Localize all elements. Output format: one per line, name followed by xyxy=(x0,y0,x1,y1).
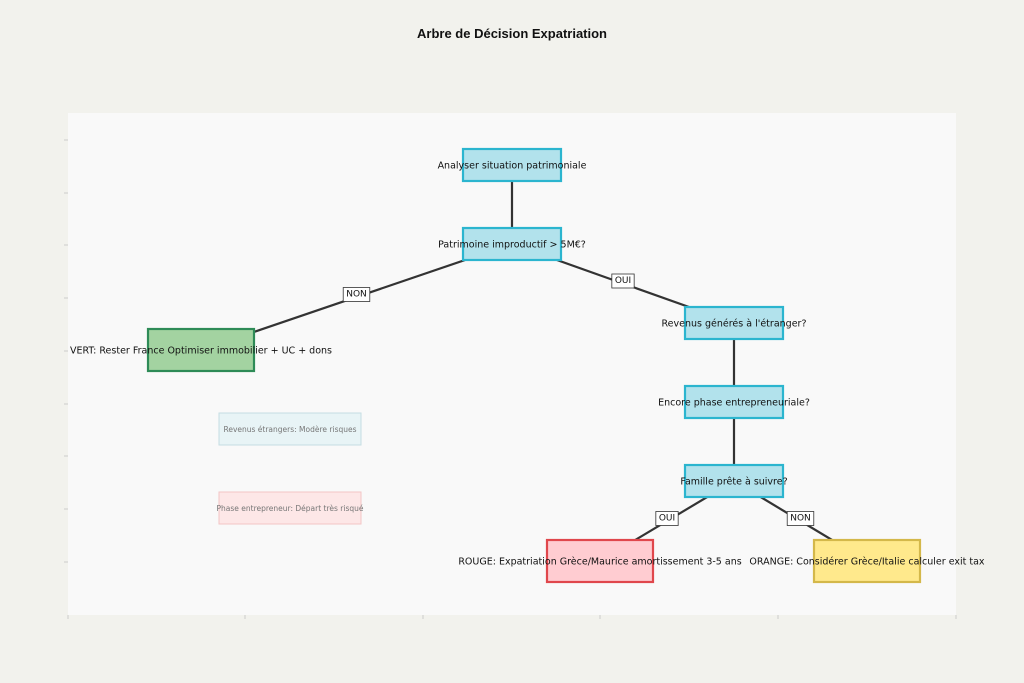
node-famille xyxy=(683,463,785,499)
node-vert xyxy=(146,327,256,373)
node-label-orange: ORANGE: Considérer Grèce/Italie calculer… xyxy=(749,557,985,568)
note-text: Phase entrepreneur: Départ très risqué xyxy=(216,504,363,513)
edge-label-box xyxy=(611,273,635,289)
node-patrimoine xyxy=(461,226,563,262)
edge-label-non-6: NON xyxy=(786,511,815,526)
note-text: Revenus étrangers: Modère risques xyxy=(223,425,356,434)
nodes xyxy=(146,147,922,584)
edge-label-text: OUI xyxy=(615,276,631,286)
edge-label-box xyxy=(655,511,679,526)
node-label-famille: Famille prête à suivre? xyxy=(680,477,787,488)
node-box xyxy=(812,538,922,584)
node-analyse xyxy=(461,147,563,183)
edge-label-text: NON xyxy=(346,290,367,300)
diagram-title: Arbre de Décision Expatriation xyxy=(417,26,607,41)
node-box xyxy=(545,538,655,584)
node-box xyxy=(683,463,785,499)
note-phase: Phase entrepreneur: Départ très risqué xyxy=(216,491,364,525)
note-box xyxy=(218,491,362,525)
edge-labels: NON OUI OUI NON Analyser situation patrimoni… xyxy=(70,161,985,568)
node-label-vert: VERT: Rester France Optimiser immobilier… xyxy=(70,346,332,357)
node-label-phase: Encore phase entrepreneuriale? xyxy=(658,398,810,409)
node-box xyxy=(146,327,256,373)
note-revenus: Revenus étrangers: Modère risques xyxy=(218,412,362,446)
node-label-analyse: Analyser situation patrimoniale xyxy=(438,161,587,172)
note-box xyxy=(218,412,362,446)
node-orange xyxy=(812,538,922,584)
node-box xyxy=(461,226,563,262)
node-phase xyxy=(683,384,785,420)
node-revenus xyxy=(683,305,785,341)
edge-label-oui-5: OUI xyxy=(655,511,679,526)
node-label-patrimoine: Patrimoine improductif > 5M€? xyxy=(438,240,586,251)
edge-label-box xyxy=(786,511,815,526)
edge-label-text: OUI xyxy=(659,514,675,524)
node-rouge xyxy=(545,538,655,584)
edge-label-box xyxy=(342,287,371,302)
node-box xyxy=(461,147,563,183)
node-label-rouge: ROUGE: Expatriation Grèce/Maurice amorti… xyxy=(458,557,741,568)
edge-label-non-1: NON xyxy=(342,287,371,302)
axis-ticks xyxy=(64,139,957,619)
node-label-revenus: Revenus générés à l'étranger? xyxy=(662,319,807,330)
edge-label-oui-2: OUI xyxy=(611,273,635,289)
edge-label-text: NON xyxy=(790,514,811,524)
node-box xyxy=(683,384,785,420)
node-box xyxy=(683,305,785,341)
